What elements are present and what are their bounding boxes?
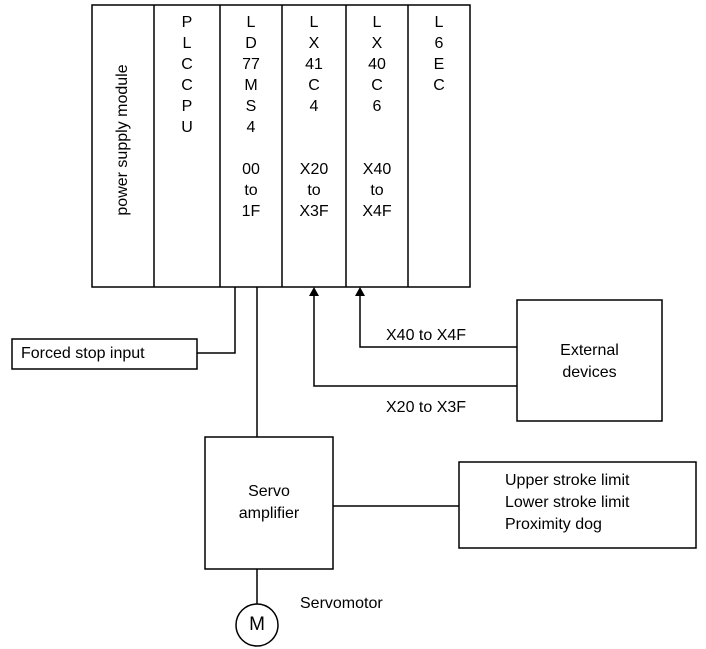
x40-wire xyxy=(359,294,517,348)
lx40-text-5 xyxy=(346,117,408,138)
lx40-text-6 xyxy=(346,138,408,159)
cpu-text-2: C xyxy=(181,56,193,73)
ld77-text-7: 00 xyxy=(242,161,260,178)
upper-stroke-limit-label: Upper stroke limit xyxy=(505,472,630,489)
lx41-module-label: L X 41 C 4 X20 to X3F xyxy=(282,12,346,222)
external-devices-line2: devices xyxy=(562,364,617,381)
l6ec-module-label: L 6 E C xyxy=(408,12,470,96)
forced-stop-label: Forced stop input xyxy=(21,345,145,362)
cpu-text-0: P xyxy=(181,14,193,31)
lower-stroke-limit-label: Lower stroke limit xyxy=(505,494,630,511)
cpu-module-label: P L C C P U xyxy=(154,12,220,138)
lx41-text-6 xyxy=(282,138,346,159)
lx41-text-1: X xyxy=(308,35,320,52)
lx40-text-4: 6 xyxy=(372,98,382,115)
ld77-text-8: to xyxy=(244,182,258,199)
lx40-text-3: C xyxy=(371,77,383,94)
cpu-text-4: P xyxy=(181,98,193,115)
servo-amplifier-line1: Servo xyxy=(248,483,290,500)
ld77-module-label: L D 77 M S 4 00 to 1F xyxy=(220,12,282,222)
lx41-text-2: 41 xyxy=(305,56,323,73)
cpu-text-1: L xyxy=(182,35,192,52)
ld77-text-1: D xyxy=(245,35,257,52)
proximity-dog-label: Proximity dog xyxy=(505,516,602,533)
x20-wire xyxy=(313,294,517,387)
x40-arrowhead xyxy=(355,287,365,296)
l6ec-text-1: 6 xyxy=(434,35,444,52)
ld77-text-6 xyxy=(220,138,282,159)
x20-arrowhead xyxy=(309,287,319,296)
external-devices-box xyxy=(516,299,663,422)
ld77-text-3: M xyxy=(244,77,258,94)
l6ec-text-3: C xyxy=(433,77,445,94)
l6ec-text-0: L xyxy=(434,14,444,31)
lx41-text-9: X3F xyxy=(299,203,329,220)
l6ec-text-2: E xyxy=(433,56,445,73)
lx40-text-7: X40 xyxy=(362,161,392,178)
lx40-text-9: X4F xyxy=(362,203,392,220)
forced-stop-box xyxy=(11,338,198,370)
limits-box xyxy=(458,461,697,549)
ld77-text-9: 1F xyxy=(241,203,261,220)
servo-amplifier-box xyxy=(204,436,334,570)
servo-amplifier-label: Servo amplifier xyxy=(205,481,333,525)
external-devices-line1: External xyxy=(560,342,619,359)
cpu-text-3: C xyxy=(181,77,193,94)
lx41-text-4: 4 xyxy=(309,98,319,115)
lx40-text-1: X xyxy=(371,35,383,52)
lx41-text-8: to xyxy=(307,182,321,199)
ld77-text-0: L xyxy=(246,14,256,31)
lx40-text-8: to xyxy=(370,182,384,199)
module-rack xyxy=(91,4,471,288)
lx41-text-7: X20 xyxy=(299,161,329,178)
lx40-module-label: L X 40 C 6 X40 to X4F xyxy=(346,12,408,222)
power-supply-label: power supply module xyxy=(114,64,131,216)
motor-circle xyxy=(235,603,279,647)
motor-symbol: M xyxy=(249,614,265,635)
ld77-text-5: 4 xyxy=(246,119,256,136)
servo-amplifier-line2: amplifier xyxy=(238,505,300,522)
forced-stop-wire xyxy=(197,287,236,354)
lx40-text-0: L xyxy=(372,14,382,31)
x40-signal-label: X40 to X4F xyxy=(386,327,467,344)
servomotor-label: Servomotor xyxy=(300,595,383,612)
lx41-text-0: L xyxy=(309,14,319,31)
lx40-text-2: 40 xyxy=(368,56,386,73)
cpu-text-5: U xyxy=(181,119,193,136)
lx41-text-3: C xyxy=(308,77,320,94)
x20-signal-label: X20 to X3F xyxy=(386,399,467,416)
limits-list: Upper stroke limit Lower stroke limit Pr… xyxy=(505,470,629,536)
ld77-text-4: S xyxy=(245,98,257,115)
ld77-text-2: 77 xyxy=(242,56,260,73)
lx41-text-5 xyxy=(282,117,346,138)
external-devices-label: External devices xyxy=(517,340,662,384)
